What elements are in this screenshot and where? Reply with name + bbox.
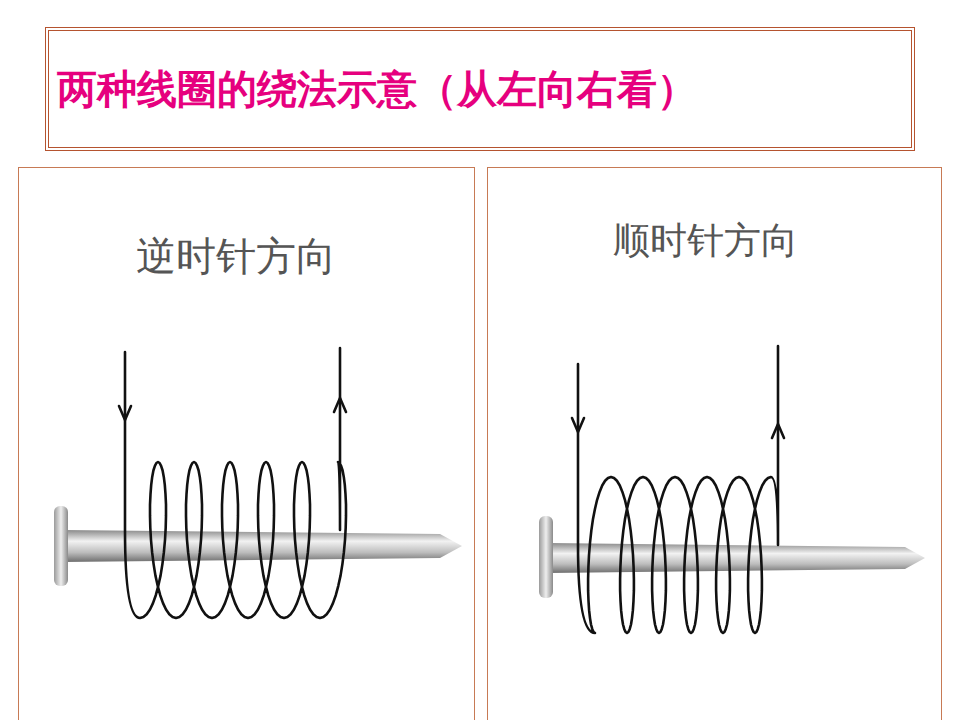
direction-label: 逆时针方向 (136, 229, 336, 284)
title-box: 两种线圈的绕法示意（从左向右看） (45, 27, 915, 151)
panel-box: 逆时针方向 (18, 167, 475, 720)
coil-wire (572, 418, 584, 432)
direction-label: 顺时针方向 (613, 216, 798, 266)
coil-wire (334, 398, 346, 412)
coil-wire (125, 348, 346, 618)
nail (539, 516, 925, 598)
coil-wire (772, 424, 784, 438)
coil-wire (119, 406, 131, 420)
panel-box: 顺时针方向 (487, 167, 942, 720)
coil-wire (578, 346, 778, 633)
title: 两种线圈的绕法示意（从左向右看） (49, 62, 697, 117)
